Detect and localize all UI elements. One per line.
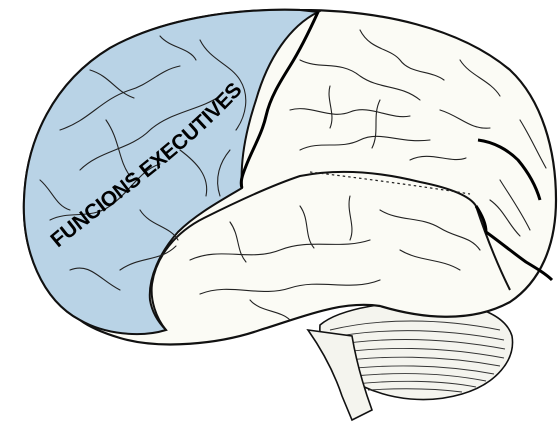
brain-diagram: FUNCIONS EXECUTIVES: [0, 0, 559, 423]
